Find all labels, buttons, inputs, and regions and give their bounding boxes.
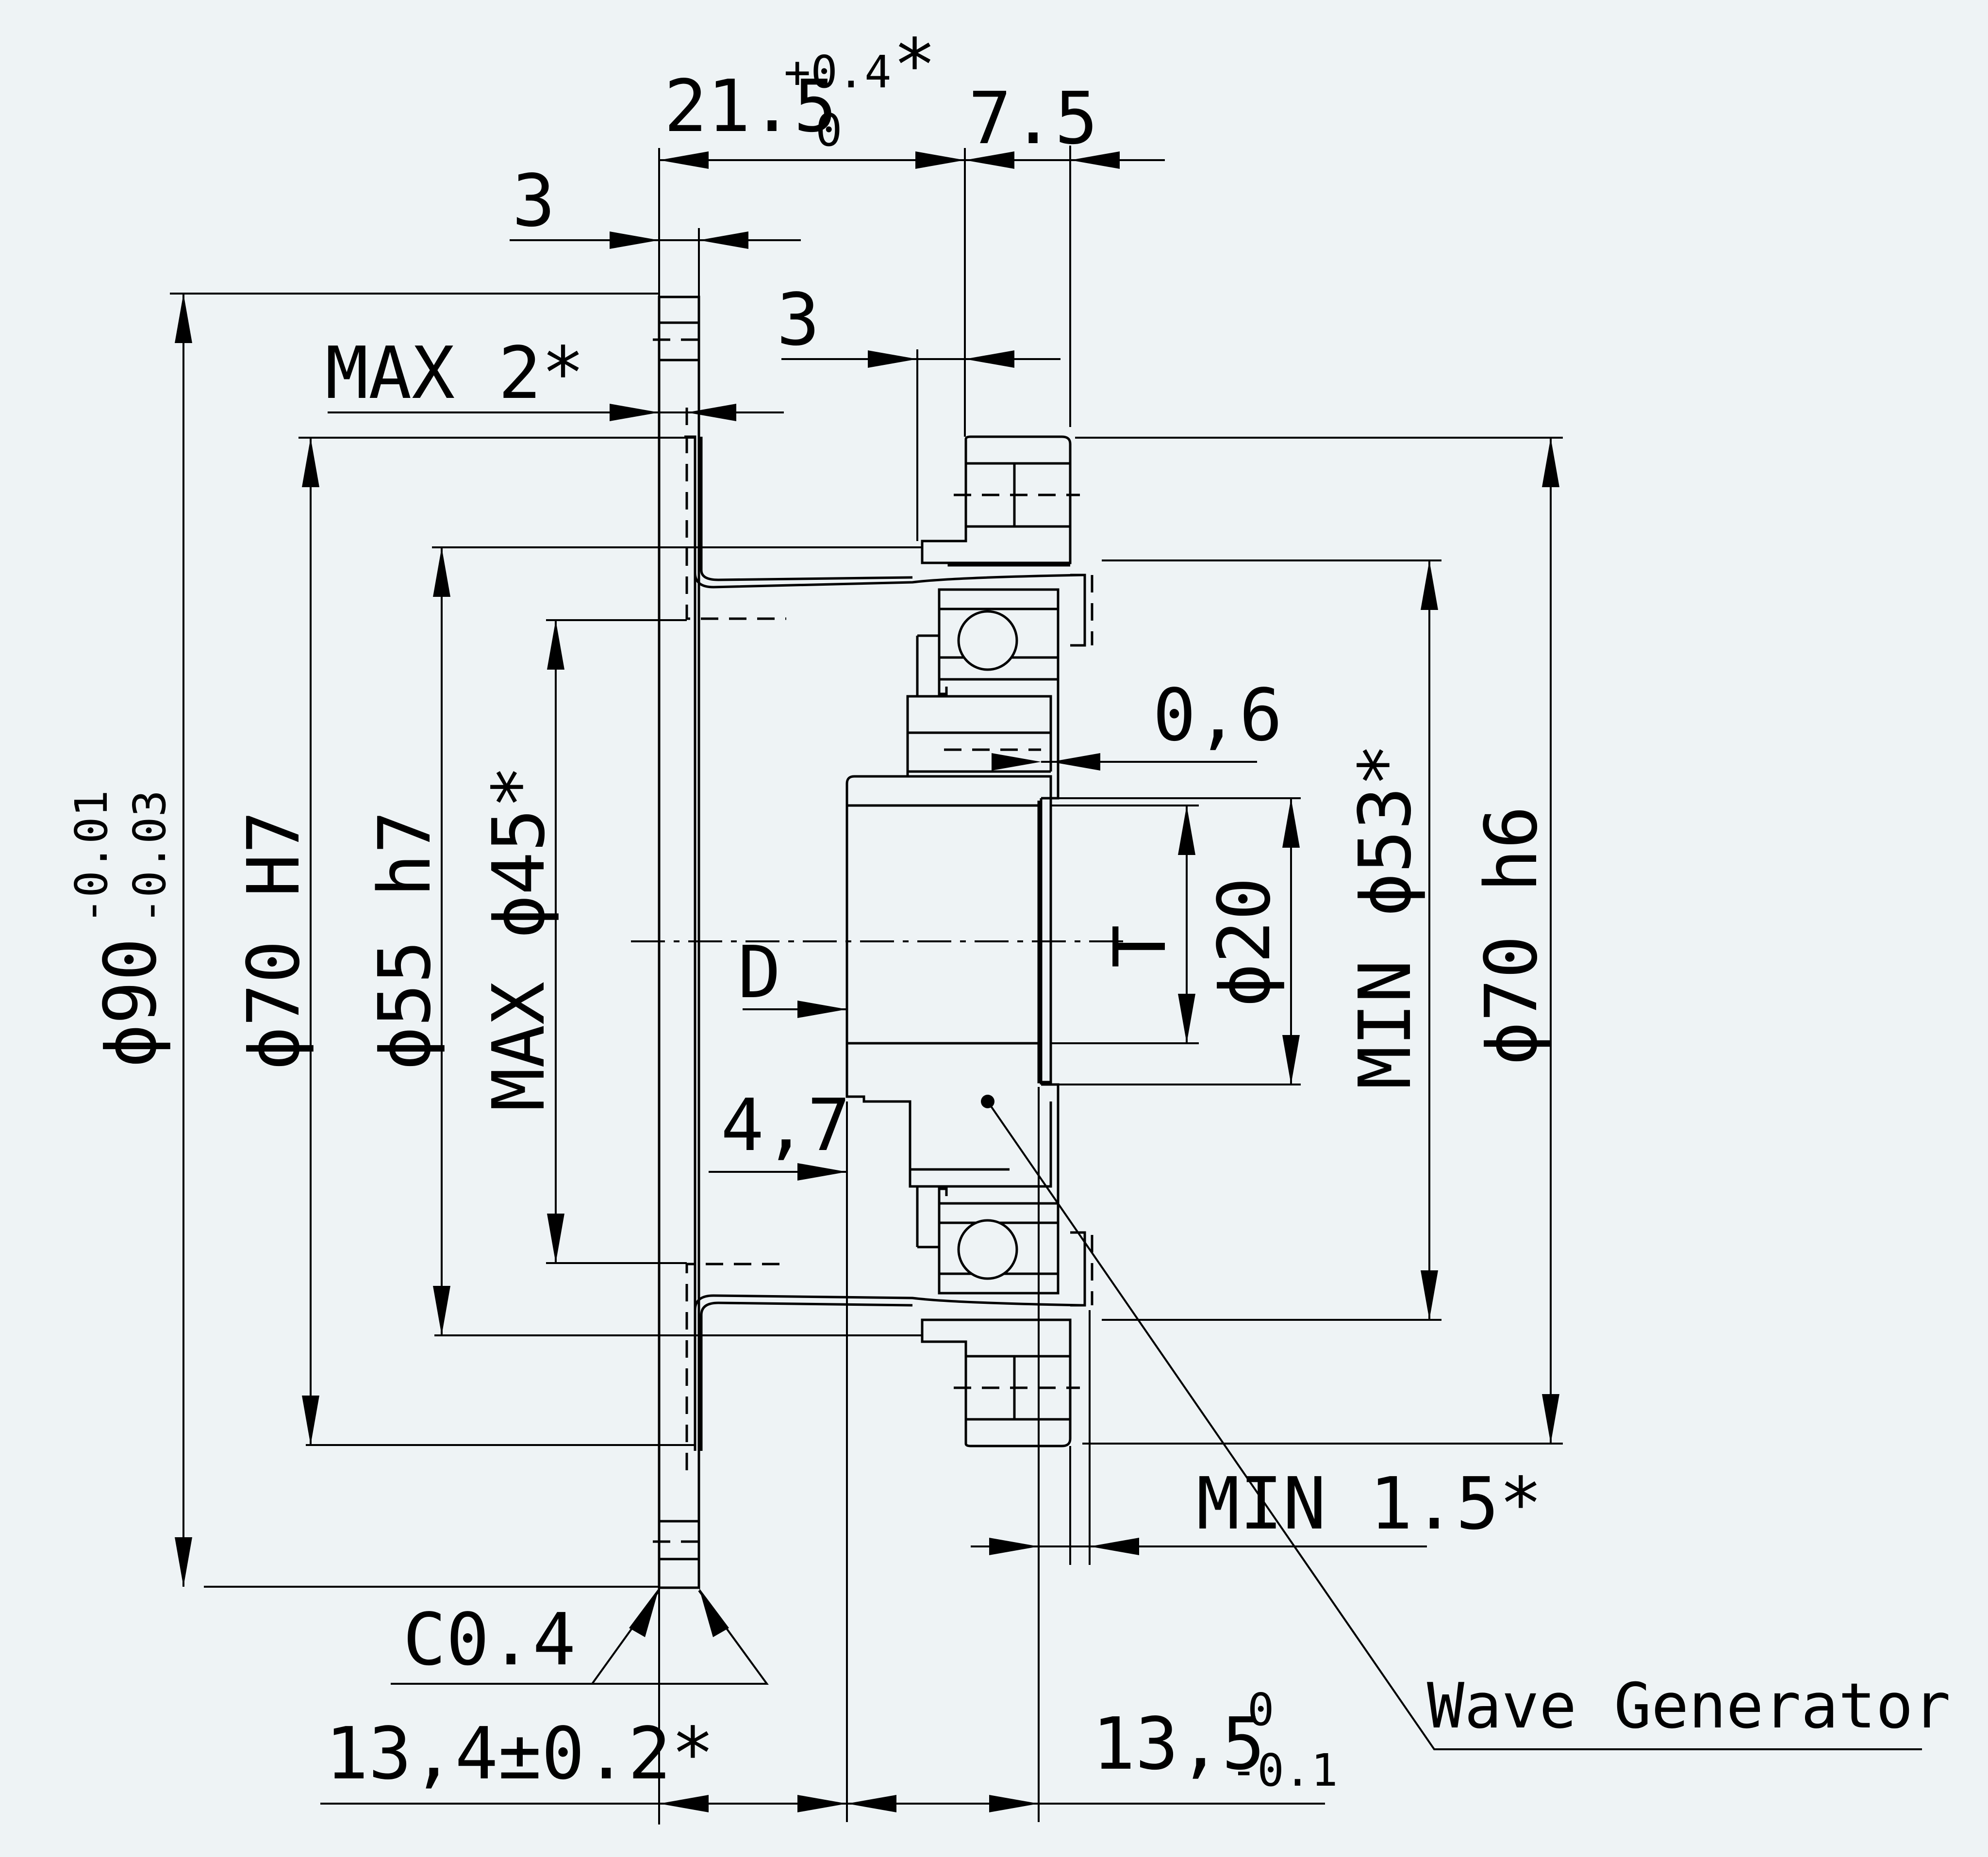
dim-phi90: ϕ90 bbox=[89, 938, 172, 1068]
dim-0-6: 0,6 bbox=[1153, 674, 1282, 757]
dim-c0-4: C0.4 bbox=[403, 1598, 576, 1681]
dim-phi70-h7: ϕ70 H7 bbox=[232, 810, 315, 1070]
dim-21-5: 21.5 bbox=[664, 65, 837, 148]
dim-21-5-lower-tolerance: 0 bbox=[815, 104, 842, 156]
wave-generator-bearing bbox=[917, 574, 1093, 1307]
dim-13-5-lower-tolerance: -0.1 bbox=[1230, 1744, 1338, 1796]
dim-t: T bbox=[1098, 925, 1182, 968]
circular-spline bbox=[921, 435, 1080, 1447]
dimension-lines bbox=[170, 146, 1922, 1824]
dim-min-1-5: MIN 1.5* bbox=[1196, 1462, 1542, 1545]
dim-3-top: 3 bbox=[512, 159, 555, 243]
dim-21-5-upper-tolerance: +0.4 bbox=[784, 46, 892, 98]
wave-generator-label: Wave Generator - A bbox=[1427, 1670, 1988, 1742]
dim-max-phi45: MAX ϕ45* bbox=[477, 765, 561, 1111]
dim-d: D bbox=[738, 931, 781, 1014]
dim-phi20: ϕ20 bbox=[1203, 877, 1286, 1007]
dim-phi55-h7: ϕ55 h7 bbox=[363, 810, 447, 1070]
dim-phi90-upper-tolerance: -0.01 bbox=[66, 790, 117, 924]
dimension-labels: 21.5 +0.4 0 * 7.5 3 3 MAX 2* 0,6 ϕ90 -0.… bbox=[66, 23, 1988, 1796]
dim-max-2: MAX 2* bbox=[325, 331, 585, 415]
dim-13-5: 13,5 bbox=[1092, 1702, 1265, 1786]
flexspline-cup bbox=[694, 437, 1083, 1451]
dim-21-5-star: * bbox=[893, 23, 936, 107]
wave-generator-hub bbox=[845, 590, 1060, 1293]
dim-phi70-h6: ϕ70 h6 bbox=[1470, 805, 1553, 1065]
dim-3-mid: 3 bbox=[777, 278, 820, 362]
dim-13-4: 13,4±0.2* bbox=[325, 1712, 714, 1795]
dim-4-7: 4,7 bbox=[721, 1084, 850, 1167]
dim-min-phi53: MIN ϕ53* bbox=[1343, 743, 1427, 1089]
dim-13-5-upper-tolerance: 0 bbox=[1247, 1684, 1274, 1736]
dim-phi90-lower-tolerance: -0.03 bbox=[124, 790, 176, 924]
dim-7-5: 7.5 bbox=[968, 77, 1098, 160]
